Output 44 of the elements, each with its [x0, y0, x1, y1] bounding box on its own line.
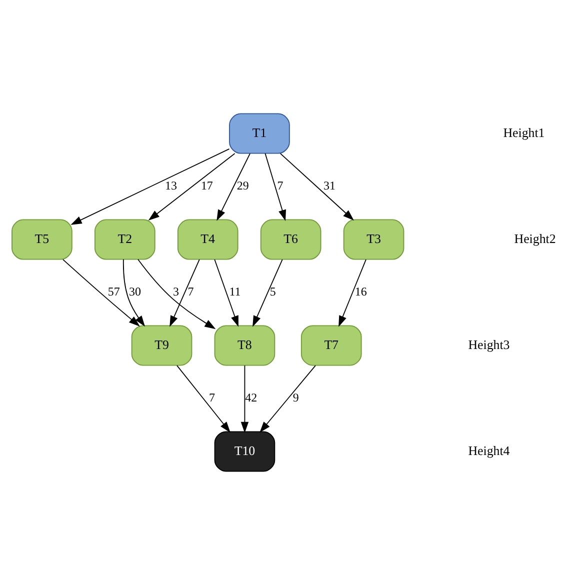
node-box: T5 — [12, 218, 72, 260]
arrow — [170, 258, 200, 326]
node-box: T2 — [94, 218, 156, 260]
arrow — [264, 152, 286, 220]
edge-label: 30 — [129, 284, 142, 298]
arrow — [176, 364, 230, 432]
edge-label: 9 — [292, 390, 299, 404]
edge-label: 7 — [277, 178, 284, 192]
arrow — [62, 258, 140, 326]
arrow — [252, 258, 283, 326]
node-box: T6 — [260, 218, 322, 260]
edge-label: 42 — [245, 390, 258, 404]
node-box: T9 — [131, 324, 192, 366]
edge-label: 7 — [209, 390, 215, 404]
edge-label: 17 — [200, 178, 213, 192]
edge-label: 3 — [173, 284, 180, 298]
label: Height4 — [468, 443, 510, 458]
arrow — [260, 364, 316, 432]
arrow — [280, 152, 354, 220]
node-box: T10 — [214, 430, 276, 472]
arrow — [70, 148, 230, 224]
edge-label: 57 — [108, 284, 120, 298]
node-box: T7 — [300, 324, 362, 366]
edge-label: 7 — [188, 284, 194, 298]
edge-label: 16 — [354, 284, 367, 298]
arrow — [138, 258, 216, 329]
edge-label: 5 — [270, 284, 276, 298]
label: Height3 — [468, 337, 510, 352]
label: Height1 — [503, 125, 545, 140]
arrow — [148, 152, 236, 220]
node-box: T3 — [343, 218, 404, 260]
label: Height2 — [514, 231, 556, 246]
arrow — [216, 152, 250, 220]
edge-label: 31 — [324, 178, 336, 192]
arrow — [338, 258, 366, 326]
edge-label: 13 — [164, 178, 177, 192]
edge-label: 29 — [236, 178, 249, 192]
node-box: T1 — [229, 112, 290, 154]
node-box: T8 — [214, 324, 276, 366]
arrow — [214, 258, 238, 326]
node-box: T4 — [177, 218, 238, 260]
arrow — [122, 258, 146, 326]
edge-label: 11 — [229, 284, 241, 298]
arrow — [240, 364, 249, 432]
